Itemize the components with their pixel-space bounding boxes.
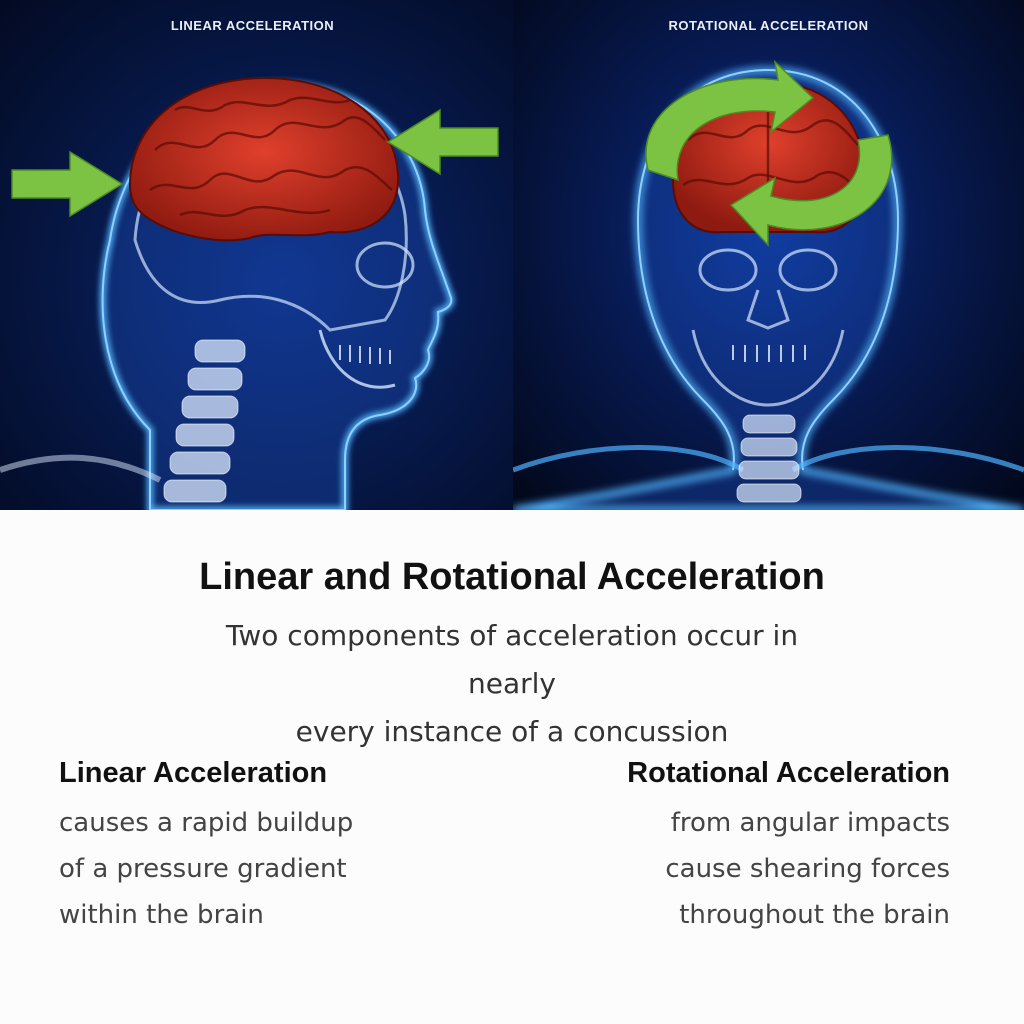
- linear-acceleration-panel: LINEAR ACCELERATION: [0, 0, 513, 510]
- teeth: [339, 345, 391, 364]
- rotational-description: Rotational Acceleration from angular imp…: [590, 754, 950, 938]
- linear-line-3: within the brain: [59, 900, 264, 930]
- linear-description: Linear Acceleration causes a rapid build…: [59, 754, 419, 938]
- page-title: Linear and Rotational Acceleration: [199, 556, 825, 598]
- left-impact-arrow: [11, 150, 124, 218]
- spine: [736, 414, 802, 503]
- linear-line-1: causes a rapid buildup: [59, 808, 354, 838]
- linear-panel-label: LINEAR ACCELERATION: [170, 18, 335, 33]
- brain: [128, 76, 400, 242]
- rotational-line-2: cause shearing forces: [665, 854, 950, 884]
- rotational-acceleration-panel: ROTATIONAL ACCELERATION: [513, 0, 1024, 510]
- linear-line-2: of a pressure gradient: [59, 854, 347, 884]
- front-head-illustration: [513, 59, 1024, 510]
- right-impact-arrow: [386, 108, 499, 176]
- rotation-arrow-bottom: [729, 134, 893, 247]
- rotational-heading: Rotational Acceleration: [627, 757, 950, 789]
- linear-heading: Linear Acceleration: [59, 757, 328, 789]
- rotational-panel-label: ROTATIONAL ACCELERATION: [668, 18, 869, 33]
- rotation-arrow-top: [645, 59, 815, 182]
- subtitle-line-1: Two components of acceleration occur in …: [225, 619, 799, 700]
- rotational-line-3: throughout the brain: [679, 900, 950, 930]
- rotational-line-1: from angular impacts: [670, 808, 950, 838]
- teeth: [732, 345, 806, 362]
- subtitle-line-2: every instance of a concussion: [295, 715, 729, 748]
- spine: [163, 339, 246, 503]
- brain-folds: [149, 96, 393, 217]
- subtitle: Two components of acceleration occur in …: [212, 612, 812, 756]
- side-head-illustration: [0, 76, 499, 510]
